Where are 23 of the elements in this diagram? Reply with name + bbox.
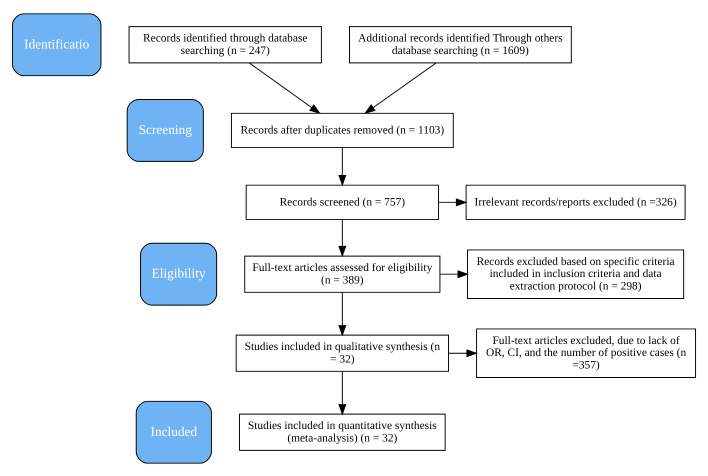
node-box: Studies included in qualitative synthesis (n = 32)	[236, 334, 449, 372]
node-box: Records identified through database searching (n = 247)	[128, 26, 322, 63]
node-box: Full-text articles excluded, due to lack of OR, CI, and the number of positive cases (n =357)	[476, 328, 696, 378]
node-box: Records excluded based on specific criteria included in inclusion criteria and data extraction protocol (n = 298)	[467, 248, 684, 298]
arrow	[338, 370, 346, 416]
arrow	[440, 270, 469, 278]
node-box: Full-text articles assessed for eligibility (n = 389)	[244, 255, 440, 292]
arrow	[248, 62, 321, 114]
node-box: Irrelevant records/reports excluded (n =326)	[466, 184, 686, 220]
arrow	[338, 292, 346, 336]
node-box: Records screened (n = 757)	[246, 184, 439, 220]
node-box: Studies included in quantitative synthesis (meta-analysis) (n = 32)	[239, 413, 446, 450]
node-box: Eligibility	[140, 242, 218, 306]
node-box: Additional records identified Through others database searching (n = 1609)	[349, 26, 572, 63]
arrow	[338, 218, 346, 257]
arrow	[338, 146, 346, 186]
node-box: Included	[136, 400, 212, 464]
node-box: Records after duplicates removed (n = 1103)	[230, 112, 454, 148]
node-box: Identificatio	[12, 12, 102, 76]
arrow	[364, 62, 437, 114]
node-box: Screening	[126, 98, 204, 162]
arrow	[448, 348, 478, 357]
arrow	[438, 198, 468, 206]
